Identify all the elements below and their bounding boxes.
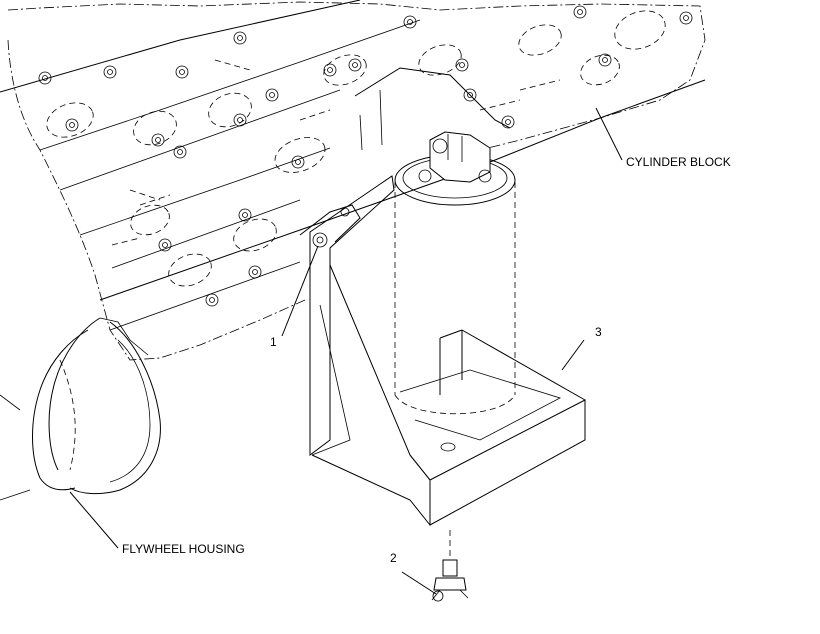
bracket-drawing (299, 175, 586, 526)
leader-cylinder-block (595, 107, 623, 161)
flywheel-housing-drawing (0, 317, 161, 501)
callout-2: 2 (390, 551, 397, 565)
leader-callout-3 (561, 339, 585, 371)
callout-1: 1 (270, 335, 277, 349)
leader-callout-1 (281, 245, 319, 337)
leader-flywheel-housing (69, 491, 119, 549)
filter-canister-drawing (354, 67, 516, 415)
label-flywheel-housing: FLYWHEEL HOUSING (122, 542, 245, 556)
cylinder-block-drawing (0, 0, 706, 361)
leader-callout-2 (401, 571, 437, 595)
drain-fitting-drawing (431, 530, 469, 602)
label-cylinder-block: CYLINDER BLOCK (626, 155, 731, 169)
leader-lines (69, 107, 623, 595)
callout-3: 3 (595, 325, 602, 339)
